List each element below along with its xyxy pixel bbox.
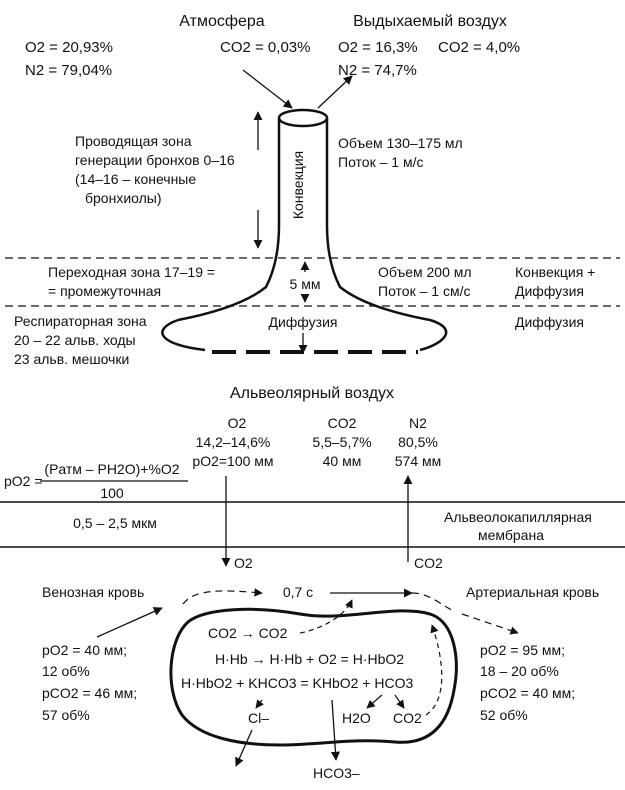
arterial-value-4: 52 об%	[480, 707, 528, 723]
blood-flow-out-dash	[411, 592, 455, 612]
cell-co2: CO2	[393, 710, 422, 726]
conducting-volume: Объем 130–175 мл	[338, 135, 463, 151]
airway-funnel	[161, 108, 448, 354]
alveolar-o2-range: 14,2–14,6%	[196, 434, 271, 450]
diffusion-inner-label: Диффузия	[268, 314, 337, 330]
respiratory-zone-line-3: 23 альв. мешочки	[14, 351, 129, 367]
inhale-arrow	[242, 69, 293, 109]
alveolar-air-title: Альвеолярный воздух	[230, 385, 394, 402]
transition-zone-line-2: = промежуточная	[48, 283, 161, 299]
alveolar-co2-range: 5,5–5,7%	[312, 434, 371, 450]
membrane-o2-label: O2	[234, 555, 253, 571]
transition-flow: Поток – 1 см/с	[378, 283, 470, 299]
co2-release-arrow	[299, 599, 353, 634]
venous-value-2: 12 об%	[42, 663, 90, 679]
conducting-flow: Поток – 1 м/с	[338, 154, 423, 170]
conducting-zone-line-2: генерации бронхов 0–16	[75, 152, 235, 168]
venous-value-4: 57 об%	[42, 707, 90, 723]
exhaled-o2: O2 = 16,3%	[338, 39, 418, 56]
exhale-arrow	[317, 75, 353, 109]
venous-blood-label: Венозная кровь	[42, 584, 144, 600]
arterial-value-2: 18 – 20 об%	[480, 663, 559, 679]
cell-reaction-1: H·Hb → H·Hb + O2 = H·HbO2	[215, 651, 404, 667]
membrane-label-1: Альвеолокапиллярная	[444, 509, 592, 525]
conducting-zone-line-1: Проводящая зона	[75, 133, 192, 149]
co2-split-arrow	[394, 694, 405, 709]
transit-time: 0,7 с	[283, 584, 313, 600]
transition-process-1: Конвекция +	[515, 264, 595, 280]
transition-volume: Объем 200 мл	[378, 264, 472, 280]
exhaled-co2: CO2 = 4,0%	[438, 39, 520, 56]
alveolar-n2-percent: 80,5%	[398, 434, 438, 450]
alveolar-o2-name: O2	[228, 415, 247, 431]
atmosphere-co2: CO2 = 0,03%	[220, 39, 310, 56]
arterial-value-3: pCO2 = 40 мм;	[480, 685, 575, 701]
venous-value-1: pO2 = 40 мм;	[42, 642, 127, 658]
formula-numerator: (Pатм – PH2O)+%O2	[44, 461, 179, 477]
alveolar-o2-pressure: pO2=100 мм	[192, 453, 273, 469]
atmosphere-o2: O2 = 20,93%	[25, 39, 113, 56]
venous-value-3: pCO2 = 46 мм;	[42, 685, 137, 701]
alveolar-co2-pressure: 40 мм	[323, 453, 362, 469]
membrane-label-2: мембрана	[478, 527, 544, 543]
cl-arrow-out	[235, 729, 253, 767]
cell-co2-transfer: CO2 → CO2	[208, 625, 288, 641]
cl-arrow-in	[255, 699, 264, 709]
arterial-blood-label: Артериальная кровь	[466, 584, 599, 600]
venous-inflow-arrow	[96, 607, 163, 638]
exhaled-n2: N2 = 74,7%	[338, 62, 417, 79]
membrane-thickness: 0,5 – 2,5 мкм	[73, 515, 157, 531]
h2o-arrow	[366, 694, 383, 709]
blood-flow-in-arrow	[182, 588, 263, 605]
cell-h2o: H2O	[342, 710, 371, 726]
transition-length: 5 мм	[290, 276, 321, 292]
transition-zone-line-1: Переходная зона 17–19 =	[48, 264, 215, 280]
cell-cl: Cl–	[248, 710, 269, 726]
cell-hco3: HCO3–	[313, 765, 360, 781]
cell-reaction-2: H·HbO2 + KHCO3 = KHbO2 + HCO3	[181, 675, 413, 691]
atmosphere-title: Атмосфера	[179, 13, 265, 30]
transition-process-2: Диффузия	[515, 283, 584, 299]
formula-lhs: pO2 =	[4, 473, 43, 489]
respiratory-process: Диффузия	[515, 314, 584, 330]
conducting-zone-line-4: бронхиолы)	[85, 190, 162, 206]
membrane-co2-label: CO2	[414, 555, 443, 571]
respiratory-zone-line-2: 20 – 22 альв. ходы	[14, 332, 136, 348]
arterial-value-1: pO2 = 95 мм;	[480, 642, 565, 658]
alveolar-co2-name: CO2	[328, 415, 357, 431]
formula-denominator: 100	[100, 485, 124, 501]
alveolar-n2-name: N2	[409, 415, 427, 431]
atmosphere-n2: N2 = 79,04%	[25, 62, 112, 79]
blood-flow-out-arrow	[461, 613, 519, 635]
respiratory-zone-line-1: Респираторная зона	[14, 313, 147, 329]
convection-label: Конвекция	[290, 151, 306, 219]
conducting-zone-line-3: (14–16 – конечные	[75, 171, 196, 187]
red-blood-cell	[169, 607, 458, 747]
alveolar-n2-pressure: 574 мм	[395, 453, 442, 469]
hco3-arrow	[330, 699, 340, 761]
exhaled-title: Выдыхаемый воздух	[353, 13, 507, 30]
co2-return-arrow	[425, 624, 443, 716]
